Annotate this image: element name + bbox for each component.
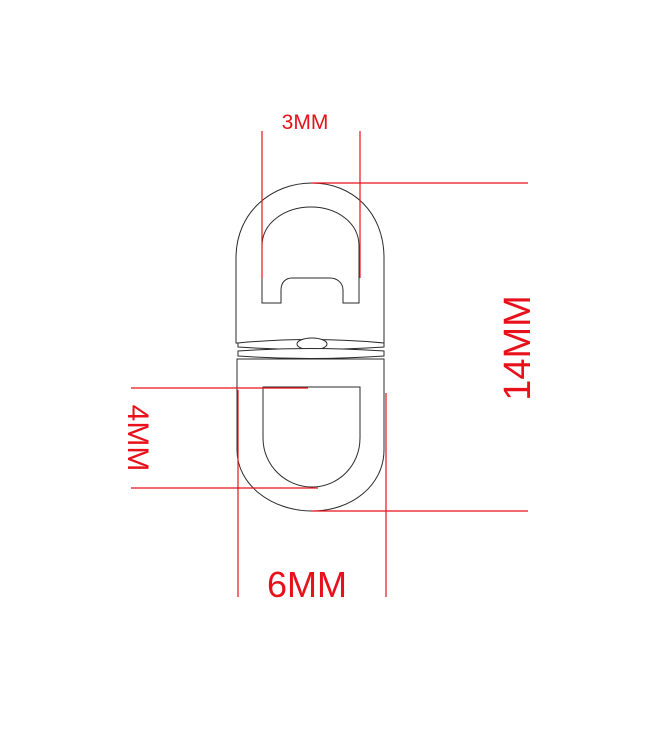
dimension-lines — [131, 131, 528, 597]
bottom-d-ring — [236, 358, 385, 512]
swivel-joint — [237, 337, 385, 359]
dim-label-14mm: 14MM — [497, 295, 539, 401]
top-eye-inner-slot — [261, 206, 360, 304]
joint-collar-lower — [237, 348, 385, 359]
dim-label-4mm: 4MM — [121, 405, 154, 472]
bottom-ring-inner-opening — [262, 386, 361, 488]
dim-label-3mm: 3MM — [282, 111, 329, 134]
dim-label-6mm: 6MM — [267, 564, 347, 605]
top-swivel-eye — [235, 182, 385, 344]
